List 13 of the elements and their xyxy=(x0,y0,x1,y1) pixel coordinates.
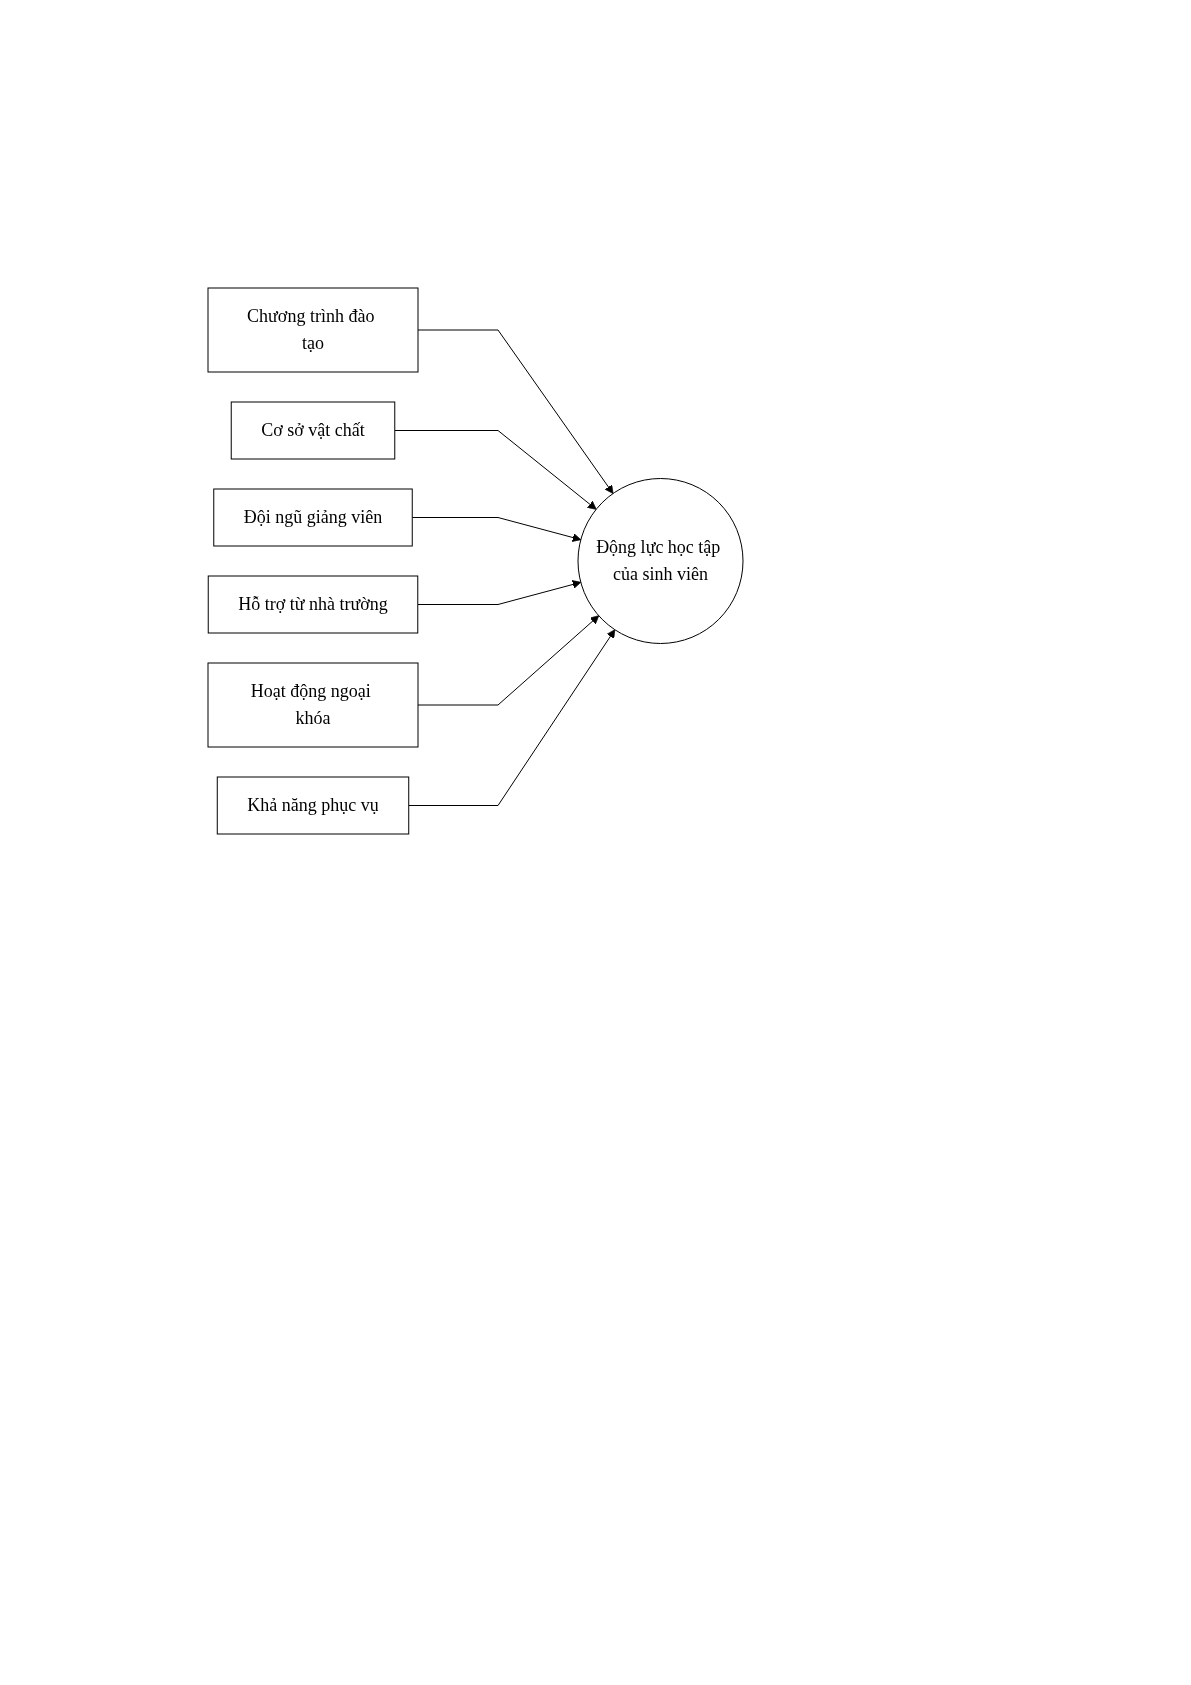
node-box: Hoạt động ngoại khóa xyxy=(207,662,419,748)
arrow xyxy=(417,580,582,605)
arrow xyxy=(417,329,614,494)
arrow xyxy=(394,430,597,510)
arrow xyxy=(411,517,582,542)
node-box: Hỗ trợ từ nhà trường xyxy=(207,575,419,634)
node-box: Cơ sở vật chất xyxy=(230,401,396,460)
arrow xyxy=(408,629,616,806)
node-box: Khả năng phục vụ xyxy=(216,776,410,835)
node-circle: Động lực học tập của sinh viên xyxy=(577,478,744,644)
arrow xyxy=(417,615,600,706)
node-box: Đội ngũ giảng viên xyxy=(213,488,413,547)
node-box: Chương trình đào tạo xyxy=(207,287,419,373)
